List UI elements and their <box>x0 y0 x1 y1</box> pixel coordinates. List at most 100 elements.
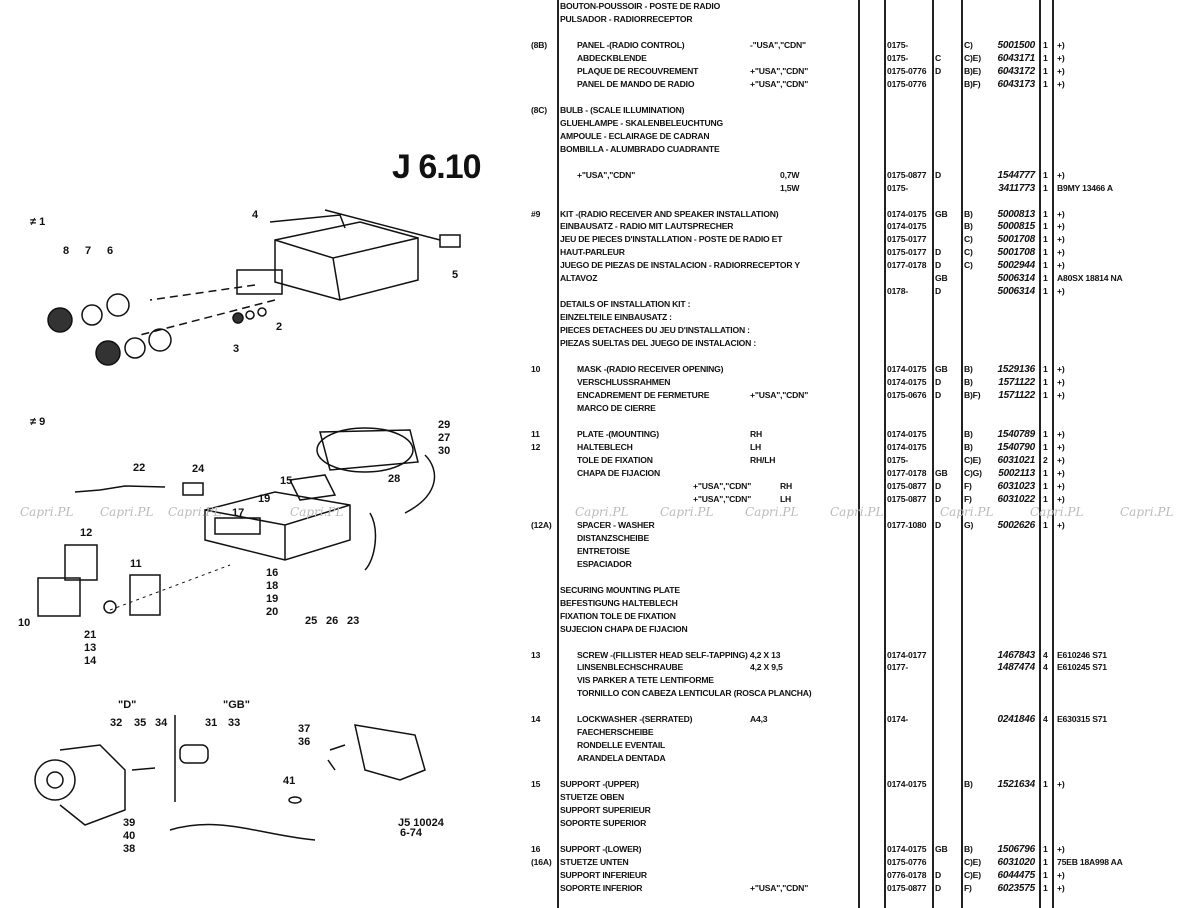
quantity: 1 <box>1043 480 1048 491</box>
watermark: Capri.PL <box>20 505 74 519</box>
date-range: 0175-0776 <box>887 78 927 89</box>
table-row: STUETZE OBEN <box>0 791 1200 804</box>
country: D <box>935 169 942 180</box>
table-row <box>0 350 1200 363</box>
quantity: 1 <box>1043 234 1048 245</box>
table-row <box>0 571 1200 584</box>
date-range: 0175- <box>887 52 908 63</box>
remark: +) <box>1057 65 1065 76</box>
part-number: 6043173 <box>997 78 1035 90</box>
watermark: Capri.PL <box>660 505 714 519</box>
description: TOLE DE FIXATION <box>577 454 653 465</box>
country: GB <box>935 273 948 284</box>
callout: 19 <box>266 593 278 605</box>
code-letter: F) <box>964 480 972 491</box>
watermark: Capri.PL <box>745 505 799 519</box>
date-range: 0175- <box>887 182 908 193</box>
table-row: BOUTON-POUSSOIR - POSTE DE RADIO <box>0 0 1200 13</box>
quantity: 1 <box>1043 844 1048 855</box>
code-letter: B) <box>964 441 973 452</box>
table-row <box>0 195 1200 208</box>
fig9-label: ≠ 9 <box>30 416 45 428</box>
callout: 33 <box>228 717 240 729</box>
ref-number: 16 <box>531 844 541 855</box>
quantity: 1 <box>1043 273 1048 284</box>
watermark: Capri.PL <box>1120 505 1174 519</box>
specification: RH/LH <box>750 454 776 465</box>
callout-labels: ≠ 1 ≠ 9 "D" "GB" J5 10024 6-74 4 5 8 7 6… <box>18 209 458 855</box>
description: ENTRETOISE <box>577 545 630 556</box>
description: PIECES DETACHEES DU JEU D'INSTALLATION : <box>560 325 750 336</box>
date-range: 0177-0178 <box>887 467 927 478</box>
table-row: AMPOULE - ECLAIRAGE DE CADRAN <box>0 130 1200 143</box>
description: MARCO DE CIERRE <box>577 403 656 414</box>
code-letter: B) <box>964 429 973 439</box>
part-number: 1506796 <box>997 844 1035 856</box>
part-number: 6031022 <box>997 493 1035 505</box>
remark: 75EB 18A998 AA <box>1057 857 1123 868</box>
remark: +) <box>1057 480 1065 491</box>
remark: +) <box>1057 467 1065 478</box>
part-number: 5001708 <box>997 247 1035 259</box>
description: SUJECION CHAPA DE FIJACION <box>560 623 688 634</box>
exploded-parts-diagram: ≠ 1 ≠ 9 "D" "GB" J5 10024 6-74 4 5 8 7 6… <box>18 209 461 855</box>
part-number: 5002944 <box>997 260 1035 272</box>
quantity: 2 <box>1043 454 1048 465</box>
description: +"USA","CDN" <box>693 493 752 504</box>
remark: +) <box>1057 441 1065 452</box>
quantity: 1 <box>1043 467 1048 478</box>
callout: 17 <box>232 507 244 519</box>
part-number: 6044475 <box>997 869 1035 881</box>
code-letter: C)E) <box>964 869 981 880</box>
column-rule <box>1052 0 1054 908</box>
country: GB <box>935 208 948 219</box>
ref-number: 14 <box>531 714 541 725</box>
description: MASK -(RADIO RECEIVER OPENING) <box>577 364 724 375</box>
callout: 14 <box>84 655 97 667</box>
date-range: 0175-0776 <box>887 857 927 868</box>
remark: +) <box>1057 882 1065 893</box>
variant-d-label: "D" <box>118 699 136 711</box>
quantity: 4 <box>1043 649 1048 660</box>
quantity: 1 <box>1043 377 1048 388</box>
description: GLUEHLAMPE - SKALENBELEUCHTUNG <box>560 117 724 128</box>
callout: 21 <box>84 629 96 641</box>
part-number: 1540789 <box>997 429 1035 440</box>
callout: 8 <box>63 245 69 257</box>
code-letter: C)E) <box>964 52 981 63</box>
code-letter: B) <box>964 844 973 855</box>
description: PLATE -(MOUNTING) <box>577 429 659 439</box>
table-row: TORNILLO CON CABEZA LENTICULAR (ROSCA PL… <box>0 687 1200 700</box>
remark: +) <box>1057 78 1065 89</box>
remark: +) <box>1057 286 1065 297</box>
callout: 28 <box>388 473 400 485</box>
description: LINSENBLECHSCHRAUBE <box>577 662 684 673</box>
callout: 11 <box>130 558 142 570</box>
code-letter: B)F) <box>964 390 981 401</box>
quantity: 1 <box>1043 882 1048 893</box>
country: D <box>935 882 942 893</box>
remark: +) <box>1057 390 1065 401</box>
description: VIS PARKER A TETE LENTIFORME <box>577 675 714 686</box>
fig1-radio-receiver <box>47 209 461 366</box>
ref-number: 15 <box>531 779 541 790</box>
description: PANEL -(RADIO CONTROL) <box>577 39 685 50</box>
watermark: Capri.PL <box>100 505 154 519</box>
quantity: 1 <box>1043 779 1048 790</box>
table-row: PLAQUE DE RECOUVREMENT+"USA","CDN"0175-0… <box>0 65 1200 78</box>
specification: RH <box>780 480 793 491</box>
table-row <box>0 26 1200 39</box>
callout: 39 <box>123 817 135 829</box>
specification: LH <box>750 441 762 452</box>
date-range: 0174-0175 <box>887 221 927 232</box>
callout: 41 <box>283 775 295 787</box>
